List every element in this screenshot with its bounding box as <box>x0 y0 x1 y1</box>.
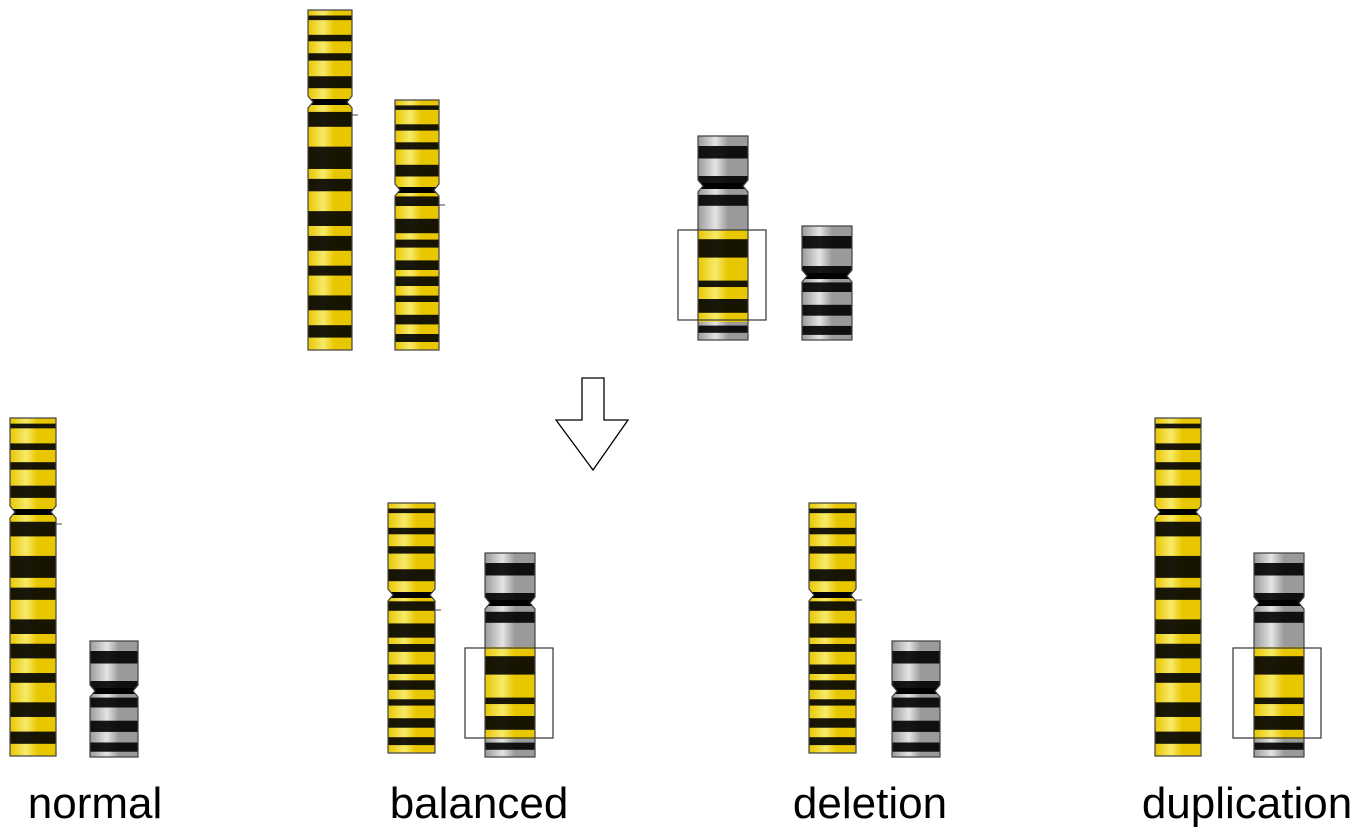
label-deletion: deletion <box>792 779 948 828</box>
chromosome-balanced-1 <box>387 502 441 754</box>
chromosome-duplication-2 <box>1253 552 1305 758</box>
translocation-box-duplication <box>1232 647 1322 739</box>
label-balanced: balanced <box>389 779 569 828</box>
chromosome-top-2 <box>394 99 445 351</box>
translocation-box-top <box>677 229 767 321</box>
chromosome-top-4 <box>801 225 853 341</box>
chromosome-normal-2 <box>89 640 139 758</box>
chromosome-balanced-2 <box>484 552 536 758</box>
label-duplication: duplication <box>1141 779 1353 828</box>
chromosome-duplication-1 <box>1154 417 1202 757</box>
chromosome-top-3 <box>697 135 749 341</box>
chromosome-normal-1 <box>9 417 62 757</box>
down-arrow-icon <box>554 377 630 472</box>
translocation-box-balanced <box>464 647 554 739</box>
chromosome-deletion-1 <box>808 502 862 754</box>
chromosome-top-1 <box>307 9 358 351</box>
label-normal: normal <box>27 779 163 828</box>
chromosome-deletion-2 <box>891 640 941 758</box>
